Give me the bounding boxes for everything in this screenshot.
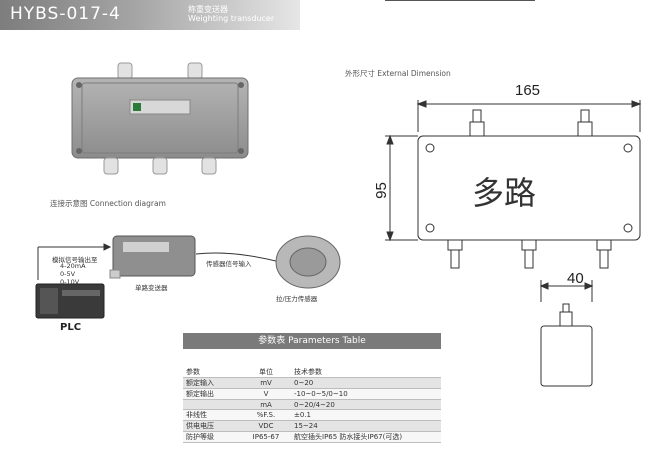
column-header: 技术参数 [291, 367, 441, 378]
table-cell: 航空插头IP65 防水接头IP67(可选) [291, 431, 441, 444]
column-header: 单位 [241, 367, 291, 378]
sensor-label: 拉/压力传感器 [276, 295, 318, 303]
dimension-caption: 外形尺寸 External Dimension [345, 69, 451, 78]
output-0-10v: 0-10V [60, 278, 80, 286]
dim-depth: 40 [567, 270, 584, 287]
connection-caption: 连接示意图 Connection diagram [50, 199, 166, 208]
table-cell: 0~20 [291, 377, 441, 389]
table-cell [183, 399, 241, 411]
table-cell: mA [241, 399, 291, 411]
table-cell: 非线性 [183, 409, 241, 422]
table-row: 额定输出 V -10~0~5/0~10 [183, 388, 441, 400]
product-photo [71, 62, 249, 175]
connection-diagram [35, 235, 341, 319]
table-row: mA 0~20/4~20 [183, 399, 441, 411]
top-rule [385, 0, 535, 1]
table-cell: VDC [241, 420, 291, 433]
product-name-en: Weighting transducer [188, 14, 275, 23]
table-title: 参数表 Parameters Table [183, 333, 441, 349]
box-label: 多路 [472, 174, 537, 212]
plc-label: PLC [60, 322, 82, 333]
table-row: 额定输入 mV 0~20 [183, 377, 441, 389]
table-row: 防护等级 IP65-67 航空插头IP65 防水接头IP67(可选) [183, 431, 441, 444]
analog-output-label: 模拟信号输出至 [52, 256, 98, 264]
dim-height: 95 [372, 182, 390, 199]
table-cell: 额定输入 [183, 377, 241, 389]
table-cell: -10~0~5/0~10 [291, 388, 441, 400]
table-cell: V [241, 388, 291, 400]
table-cell: ±0.1 [291, 409, 441, 422]
parameters-table: 参数 单位 技术参数 额定输入 mV 0~20 额定输出 V -10~0~5/0… [183, 367, 441, 444]
table-cell: 15~24 [291, 420, 441, 433]
table-row: 供电电压 VDC 15~24 [183, 420, 441, 433]
dim-width: 165 [515, 82, 541, 99]
column-header: 参数 [183, 367, 241, 378]
output-0-5v: 0-5V [60, 270, 76, 278]
table-cell: %F.S. [241, 409, 291, 422]
table-cell: mV [241, 377, 291, 389]
table-cell: 额定输出 [183, 388, 241, 400]
model-number: HYBS-017-4 [10, 4, 121, 24]
header-bar [0, 0, 300, 30]
table-cell: IP65-67 [241, 431, 291, 444]
table-cell: 供电电压 [183, 420, 241, 433]
table-cell: 0~20/4~20 [291, 399, 441, 411]
table-header-row: 参数 单位 技术参数 [183, 367, 441, 378]
table-row: 非线性 %F.S. ±0.1 [183, 409, 441, 422]
output-4-20ma: 4-20mA [60, 262, 86, 270]
transmitter-label: 单路变送器 [135, 284, 168, 292]
sensor-input-label: 传感器信号输入 [206, 260, 252, 268]
product-name-cn: 称重变送器 [188, 5, 228, 14]
dimension-drawing [385, 100, 642, 387]
table-cell: 防护等级 [183, 431, 241, 444]
